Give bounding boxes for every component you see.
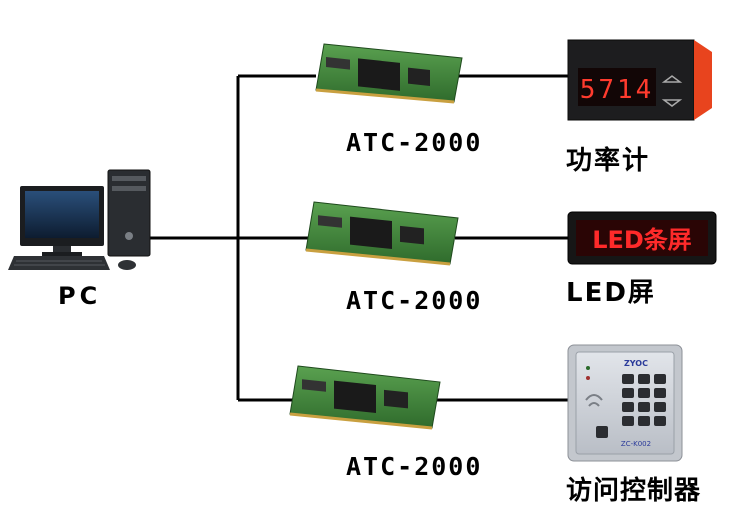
pc-label: PC: [58, 282, 102, 310]
keypad-keys: [622, 374, 666, 426]
pc-keyboard: [8, 256, 110, 270]
pc-mouse: [118, 260, 136, 270]
led-screen-device: LED条屏: [567, 211, 717, 265]
led-screen-text: LED条屏: [592, 226, 692, 254]
access-controller-model: ZC-K002: [621, 440, 651, 448]
atc-module-2: [305, 201, 459, 266]
power-meter-readout: 5714: [580, 75, 655, 105]
led-screen-label: LED屏: [566, 278, 656, 308]
atc-module-1: [315, 43, 463, 104]
access-controller-brand: ZYOC: [624, 359, 648, 368]
atc-module-2-label: ATC-2000: [346, 286, 483, 315]
access-controller-device: ZYOC ZC-K002: [567, 344, 683, 462]
pc-tower: [107, 169, 151, 257]
access-controller-label: 访问控制器: [566, 476, 702, 506]
atc-module-3-label: ATC-2000: [346, 452, 483, 481]
atc-module-3: [289, 365, 441, 430]
atc-module-1-label: ATC-2000: [346, 128, 483, 157]
connection-lines: [148, 74, 570, 402]
pc-computer: [8, 169, 151, 270]
power-meter-label: 功率计: [566, 146, 651, 176]
power-meter-device: 5714: [567, 39, 712, 121]
